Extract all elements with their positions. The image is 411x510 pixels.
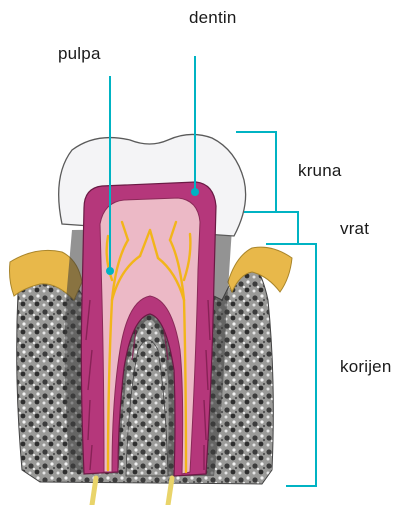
pointer-dot-pulpa — [106, 267, 114, 275]
pointer-dot-dentin — [191, 188, 199, 196]
label-kruna: kruna — [298, 161, 342, 181]
label-korijen: korijen — [340, 357, 391, 377]
bracket-korijen — [286, 244, 316, 486]
bracket-vrat — [266, 212, 298, 244]
label-vrat: vrat — [340, 219, 369, 239]
label-pulpa: pulpa — [58, 44, 101, 64]
label-dentin: dentin — [189, 8, 237, 28]
